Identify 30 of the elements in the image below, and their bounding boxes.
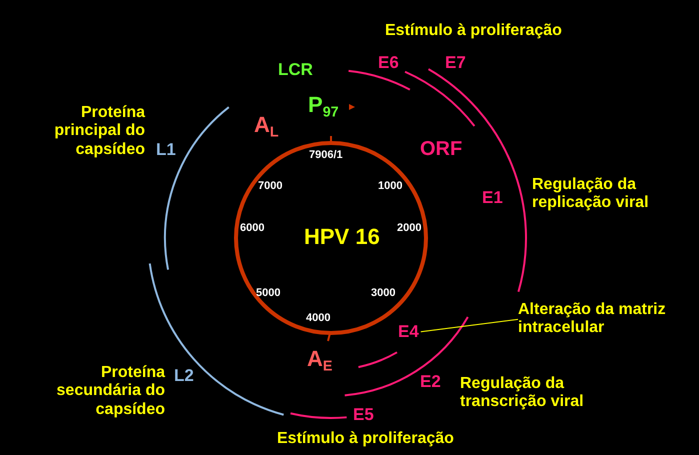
position-label: 3000 [371,287,396,300]
position-label: 1000 [378,180,402,193]
gene-label: E2 [420,372,441,392]
leader-line [420,318,518,332]
genome-title: HPV 16 [304,224,380,250]
position-label: 4000 [306,312,330,325]
gene-label: E4 [398,322,419,342]
site-label: A$_{E}$ [307,346,332,375]
function-label: Proteína secundária do capsídeo [56,364,165,420]
gene-label: L2 [174,366,194,386]
site-label: A$_{L}$ [254,112,279,141]
gene-label: E1 [482,188,503,208]
function-label: Estímulo à proliferação [385,22,562,40]
gene-label: L1 [156,140,176,160]
annotation-text: Alteração da matriz intracelular [518,301,699,338]
gene-label: E5 [353,405,374,425]
position-label: 7906/1 [309,149,343,162]
position-label: 5000 [256,287,280,300]
function-label: Proteína principal do capsídeo [53,104,145,160]
gene-label: E6 [378,53,399,73]
region-label: ORF [420,138,462,161]
region-label: LCR [278,60,313,80]
function-label: Regulação da transcrição viral [460,375,585,412]
promoter-label: P$_{97}$ [308,92,339,121]
position-label: 7000 [258,180,282,193]
gene-label: E7 [445,53,466,73]
function-label: Regulação da replicação viral [532,176,650,213]
position-label: 6000 [240,222,264,235]
function-label: Estímulo à proliferação [277,430,454,448]
position-label: 2000 [397,222,422,235]
